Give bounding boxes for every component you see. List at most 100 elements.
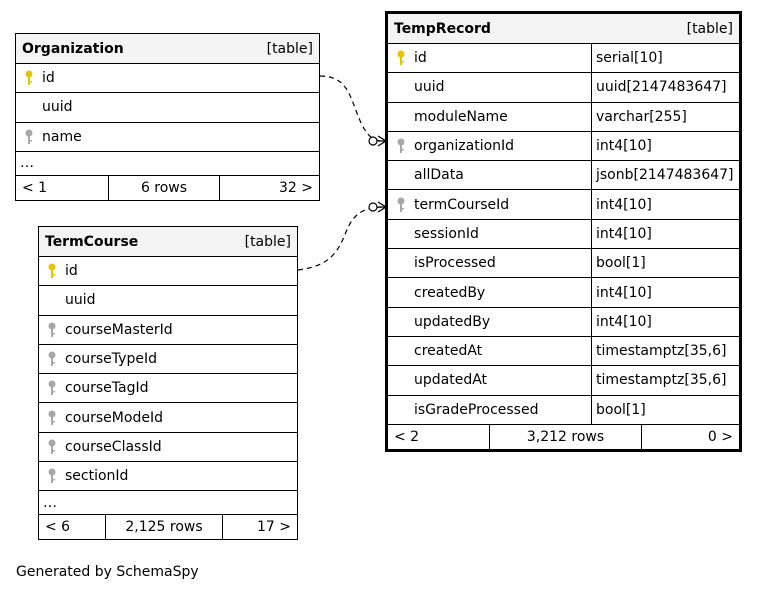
- column-name-cell: courseMasterId: [39, 316, 297, 344]
- column-name-cell: updatedBy: [388, 308, 591, 336]
- column-name: sectionId: [65, 468, 129, 485]
- column-name: organizationId: [414, 138, 515, 155]
- column-name-cell: organizationId: [388, 132, 591, 160]
- column-row[interactable]: sectionId: [39, 462, 297, 492]
- column-name-cell: sectionId: [39, 462, 297, 490]
- column-name-cell: allData: [388, 161, 591, 189]
- column-name-cell: id: [16, 64, 319, 92]
- column-name: uuid: [414, 79, 445, 96]
- column-row[interactable]: id serial[10]: [388, 44, 739, 74]
- foreign-key-icon: [16, 128, 42, 146]
- table-name: TermCourse: [45, 233, 139, 250]
- termcourse-table[interactable]: TermCourse [table] id uuid courseMasterId c…: [38, 226, 298, 541]
- table-name: Organization: [22, 40, 124, 57]
- table-header[interactable]: TermCourse [table]: [39, 227, 297, 257]
- children-count[interactable]: 17 >: [257, 519, 291, 536]
- column-row[interactable]: courseClassId: [39, 433, 297, 463]
- column-row[interactable]: organizationId int4[10]: [388, 131, 739, 162]
- column-row[interactable]: uuid: [16, 93, 319, 123]
- table-header[interactable]: Organization [table]: [16, 34, 319, 64]
- column-name-cell: termCourseId: [388, 190, 591, 218]
- column-name: id: [414, 50, 427, 67]
- table-kind: [table]: [266, 40, 313, 57]
- column-row[interactable]: id: [16, 64, 319, 94]
- column-row[interactable]: courseModeId: [39, 403, 297, 433]
- parents-count[interactable]: < 6: [45, 519, 71, 536]
- column-type: varchar[255]: [591, 102, 739, 131]
- column-type: serial[10]: [591, 44, 739, 73]
- column-row[interactable]: courseTagId: [39, 374, 297, 404]
- table-kind: [table]: [244, 233, 291, 250]
- column-name-cell: name: [16, 123, 319, 151]
- column-name-cell: isProcessed: [388, 249, 591, 277]
- column-type: jsonb[2147483647]: [591, 161, 739, 190]
- connector-termcourse-to-temprecord: [297, 206, 387, 271]
- column-name: id: [42, 70, 55, 87]
- temprecord-table[interactable]: TempRecord [table] id serial[10] uuid uuid[…: [385, 11, 742, 452]
- more-columns-indicator: …: [39, 491, 297, 516]
- foreign-key-icon: [39, 409, 65, 427]
- table-header[interactable]: TempRecord [table]: [388, 14, 739, 44]
- column-name: moduleName: [414, 108, 508, 125]
- primary-key-icon: [39, 262, 65, 280]
- column-name: courseTypeId: [65, 351, 157, 368]
- more-columns-indicator: …: [16, 152, 319, 176]
- table-kind: [table]: [686, 20, 733, 37]
- column-row[interactable]: moduleName varchar[255]: [388, 102, 739, 132]
- column-row[interactable]: name: [16, 123, 319, 152]
- children-count[interactable]: 32 >: [279, 179, 313, 196]
- column-name-cell: id: [39, 257, 297, 285]
- column-name-cell: createdAt: [388, 337, 591, 365]
- column-name-cell: createdBy: [388, 278, 591, 306]
- column-type: bool[1]: [591, 249, 739, 278]
- connector-end-circle: [368, 136, 378, 146]
- table-footer: < 1 6 rows 32 >: [16, 175, 319, 200]
- column-name: name: [42, 128, 82, 145]
- column-name-cell: courseModeId: [39, 403, 297, 431]
- column-name: isGradeProcessed: [414, 401, 539, 418]
- generated-by-credit: Generated by SchemaSpy: [16, 564, 199, 580]
- column-type: int4[10]: [591, 219, 739, 249]
- column-name-cell: sessionId: [388, 220, 591, 248]
- column-type: int4[10]: [591, 190, 739, 219]
- column-name: updatedAt: [414, 372, 488, 389]
- column-row[interactable]: courseMasterId: [39, 316, 297, 345]
- foreign-key-icon: [388, 137, 414, 155]
- column-row[interactable]: sessionId int4[10]: [388, 219, 739, 250]
- column-row[interactable]: id: [39, 257, 297, 287]
- column-name: termCourseId: [414, 196, 510, 213]
- column-name: courseTagId: [65, 380, 149, 397]
- column-row[interactable]: uuid uuid[2147483647]: [388, 73, 739, 103]
- column-row[interactable]: termCourseId int4[10]: [388, 190, 739, 220]
- column-name-cell: uuid: [16, 93, 319, 121]
- organization-table[interactable]: Organization [table] id uuid name … < 1 6 …: [15, 33, 320, 201]
- column-type: int4[10]: [591, 307, 739, 336]
- column-name: sessionId: [414, 225, 479, 242]
- connector-end-circle: [368, 202, 378, 212]
- foreign-key-icon: [39, 321, 65, 339]
- column-name: courseModeId: [65, 409, 163, 426]
- column-name-cell: courseTypeId: [39, 345, 297, 373]
- column-type: int4[10]: [591, 278, 739, 307]
- children-count[interactable]: 0 >: [707, 428, 733, 445]
- column-row[interactable]: courseTypeId: [39, 345, 297, 375]
- table-name: TempRecord: [394, 20, 491, 37]
- column-row[interactable]: uuid: [39, 286, 297, 316]
- foreign-key-icon: [39, 350, 65, 368]
- column-name: uuid: [65, 292, 96, 309]
- parents-count[interactable]: < 1: [22, 179, 48, 196]
- column-type: uuid[2147483647]: [591, 73, 739, 102]
- column-type: timestamptz[35,6]: [591, 336, 739, 366]
- row-count: 2,125 rows: [105, 515, 223, 540]
- parents-count[interactable]: < 2: [394, 428, 420, 445]
- column-name-cell: courseTagId: [39, 374, 297, 402]
- column-type: int4[10]: [591, 131, 739, 161]
- foreign-key-icon: [39, 379, 65, 397]
